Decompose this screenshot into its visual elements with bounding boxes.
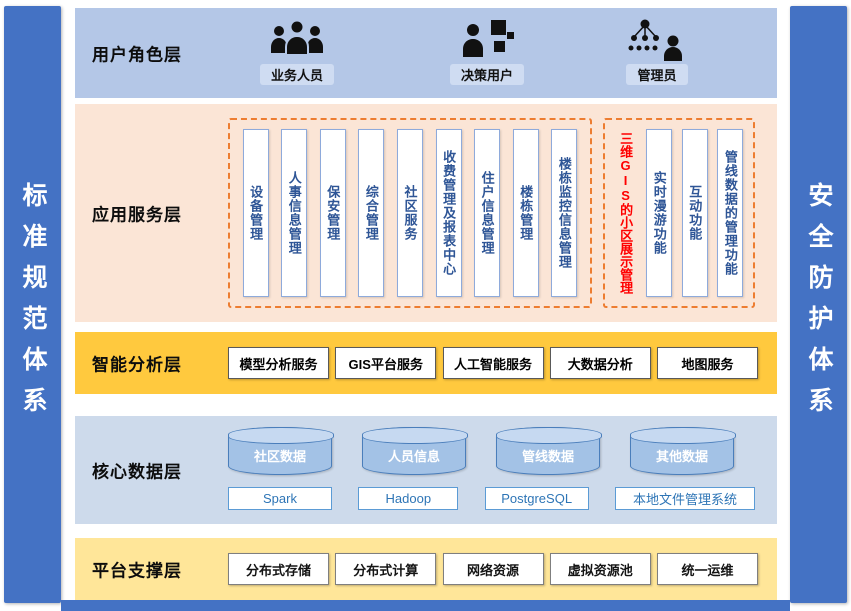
platform-resource-item: 网络资源 [442, 553, 544, 585]
standards-sidebar: 标准规范体系 [4, 6, 61, 603]
storage-engine-item: Spark [228, 487, 332, 510]
app-service-item: 社区服务 [396, 129, 423, 297]
app-service-item: 保安管理 [319, 129, 346, 297]
analysis-service-item: 地图服务 [657, 347, 758, 379]
role-admin-label: 管理员 [626, 64, 688, 85]
admin-network-icon [628, 19, 682, 61]
role-decision-user: 决策用户 [432, 17, 542, 85]
app-service-item: 楼栋管理 [512, 129, 539, 297]
layer-core-data-label: 核心数据层 [92, 462, 182, 482]
layer-app-service: 应用服务层 设备管理 人事信息管理 保安管理 综合管理 社区服务 收费管理及报表… [75, 104, 777, 322]
analysis-service-row: 模型分析服务 GIS平台服务 人工智能服务 大数据分析 地图服务 [228, 347, 758, 379]
layer-app-service-label: 应用服务层 [92, 205, 182, 225]
app-service-item: 人事信息管理 [281, 129, 308, 297]
decision-user-icon [463, 20, 514, 57]
database-label: 社区数据 [253, 449, 306, 464]
app-service-item: 收费管理及报表中心 [435, 129, 462, 297]
platform-resource-item: 统一运维 [657, 553, 758, 585]
role-business-user: 业务人员 [242, 17, 352, 85]
role-decision-user-label: 决策用户 [449, 64, 524, 85]
app-service-item: 实时漫游功能 [646, 129, 673, 297]
security-sidebar: 安全防护体系 [790, 6, 847, 603]
database-label: 人员信息 [387, 449, 440, 464]
platform-resource-item: 分布式存储 [228, 553, 329, 585]
app-service-item: 互动功能 [681, 129, 708, 297]
database-label: 管线数据 [521, 449, 574, 464]
security-sidebar-label: 安全防护体系 [805, 181, 833, 428]
people-group-icon [271, 19, 323, 56]
role-admin: 管理员 [602, 17, 712, 85]
database-cylinder-icon: 人员信息 [362, 427, 468, 475]
analysis-service-item: 大数据分析 [549, 347, 651, 379]
layer-user-role: 用户角色层 业务人员 [75, 8, 777, 98]
layer-platform-support-label: 平台支撑层 [92, 561, 182, 581]
analysis-service-item: GIS平台服务 [335, 347, 437, 379]
database-cylinder-icon: 管线数据 [496, 427, 602, 475]
analysis-service-item: 人工智能服务 [442, 347, 544, 379]
platform-resource-row: 分布式存储 分布式计算 网络资源 虚拟资源池 统一运维 [228, 553, 758, 585]
database-label: 其他数据 [655, 449, 708, 464]
app-service-item: 住户信息管理 [474, 129, 501, 297]
database-cylinder-icon: 社区数据 [228, 427, 334, 475]
layer-platform-support: 平台支撑层 分布式存储 分布式计算 网络资源 虚拟资源池 统一运维 [75, 538, 777, 600]
database-row: 社区数据 人员信息 管线数据 其他数据 [228, 427, 736, 475]
platform-resource-item: 虚拟资源池 [549, 553, 651, 585]
standards-sidebar-label: 标准规范体系 [19, 181, 47, 428]
app-service-item: 管线数据的管理功能 [717, 129, 744, 297]
analysis-service-item: 模型分析服务 [228, 347, 329, 379]
storage-engine-row: Spark Hadoop PostgreSQL 本地文件管理系统 [228, 487, 755, 510]
layer-analysis-label: 智能分析层 [92, 355, 182, 375]
bottom-border-bar [61, 600, 790, 611]
app-service-item: 设备管理 [242, 129, 269, 297]
app-service-3dgis-group: 三维GIS的小区展示管理 实时漫游功能 互动功能 管线数据的管理功能 [603, 118, 755, 308]
database-cylinder-icon: 其他数据 [630, 427, 736, 475]
layer-user-role-label: 用户角色层 [92, 45, 182, 65]
storage-engine-item: Hadoop [358, 487, 459, 510]
layer-core-data: 核心数据层 社区数据 人员信息 管线数据 其他数据 Spark Hadoop P… [75, 416, 777, 524]
app-service-general-group: 设备管理 人事信息管理 保安管理 综合管理 社区服务 收费管理及报表中心 住户信… [228, 118, 592, 308]
app-service-item: 综合管理 [358, 129, 385, 297]
app-service-3dgis-title: 三维GIS的小区展示管理 [618, 132, 634, 294]
storage-engine-item: 本地文件管理系统 [614, 487, 755, 510]
platform-resource-item: 分布式计算 [335, 553, 437, 585]
layer-analysis: 智能分析层 模型分析服务 GIS平台服务 人工智能服务 大数据分析 地图服务 [75, 332, 777, 394]
role-business-user-label: 业务人员 [259, 64, 334, 85]
app-service-item: 楼栋监控信息管理 [551, 129, 578, 297]
storage-engine-item: PostgreSQL [484, 487, 589, 510]
